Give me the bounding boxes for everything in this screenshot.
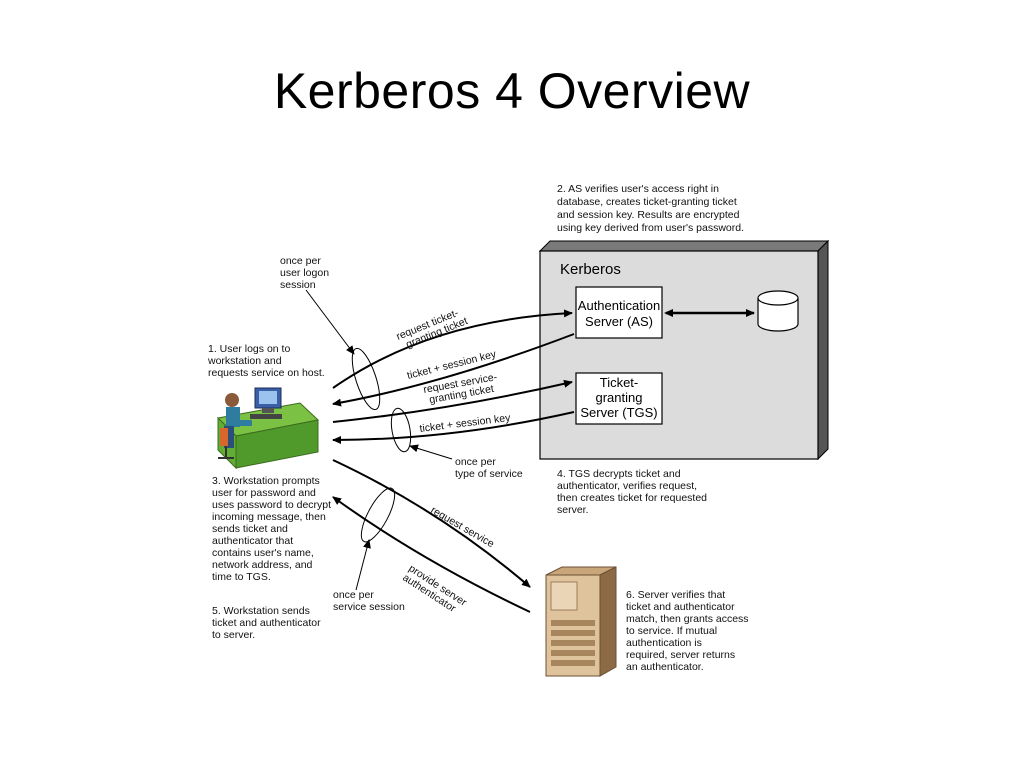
svg-text:to server.: to server. [212, 629, 255, 641]
server-icon [545, 566, 617, 677]
svg-text:session: session [280, 279, 316, 291]
svg-text:authenticator that: authenticator that [212, 535, 293, 547]
tgs-line-1: Ticket- [600, 375, 639, 390]
note-step-5: 5. Workstation sends ticket and authenti… [212, 605, 321, 641]
note-once-service-session: once per service session [333, 589, 405, 613]
svg-text:authentication is: authentication is [626, 637, 702, 649]
tgs-line-2: granting [596, 390, 643, 405]
ellipse-service-type [390, 407, 412, 453]
note-step-2: 2. AS verifies user's access right in da… [557, 183, 744, 234]
svg-text:to service. If mutual: to service. If mutual [626, 625, 717, 637]
ellipse-logon-session [351, 347, 381, 411]
label-request-tgt: request ticket- granting ticket [395, 307, 470, 351]
svg-text:ticket and authenticator: ticket and authenticator [626, 601, 735, 613]
leader-service-type [409, 444, 453, 460]
as-line-1: Authentication [578, 298, 660, 313]
slide-title: Kerberos 4 Overview [273, 63, 751, 119]
svg-text:server.: server. [557, 504, 589, 516]
arrow-provide-authenticator [332, 496, 531, 613]
svg-text:workstation and: workstation and [207, 355, 282, 367]
svg-text:network address, and: network address, and [212, 559, 313, 571]
kerberos-label: Kerberos [560, 261, 621, 278]
svg-text:4. TGS decrypts ticket and: 4. TGS decrypts ticket and [557, 468, 681, 480]
svg-text:once per: once per [333, 589, 374, 601]
database-icon [757, 290, 799, 332]
svg-text:2. AS verifies user's access r: 2. AS verifies user's access right in [557, 183, 719, 195]
svg-text:service session: service session [333, 601, 405, 613]
note-step-3: 3. Workstation prompts user for password… [212, 475, 331, 583]
svg-text:using key derived from user's: using key derived from user's password. [557, 222, 744, 234]
leader-service-session [355, 539, 371, 591]
svg-text:an authenticator.: an authenticator. [626, 661, 704, 673]
svg-text:requests service on host.: requests service on host. [208, 367, 325, 379]
svg-text:user for password and: user for password and [212, 487, 316, 499]
ellipse-service-session [360, 487, 396, 543]
note-step-1: 1. User logs on to workstation and reque… [207, 343, 325, 379]
note-once-logon: once per user logon session [280, 255, 329, 291]
arrow-ticket-session-2 [332, 411, 575, 444]
label-request-sgt: request service- granting ticket [422, 371, 498, 406]
workstation-icon [216, 387, 320, 470]
label-request-service: request service [429, 504, 497, 550]
svg-text:time to TGS.: time to TGS. [212, 571, 271, 583]
arrow-request-service [332, 459, 531, 588]
kerberos-box: Kerberos [538, 239, 830, 461]
note-step-4: 4. TGS decrypts ticket and authenticator… [557, 468, 707, 516]
svg-text:then creates ticket for reques: then creates ticket for requested [557, 492, 707, 504]
arrow-request-sgt [332, 379, 573, 423]
svg-text:contains user's name,: contains user's name, [212, 547, 314, 559]
svg-text:and session key. Results are e: and session key. Results are encrypted [557, 209, 740, 221]
svg-text:3. Workstation prompts: 3. Workstation prompts [212, 475, 320, 487]
tgs-line-3: Server (TGS) [580, 405, 657, 420]
label-provide-authenticator: provide server authenticator [400, 562, 469, 615]
as-line-2: Server (AS) [585, 314, 653, 329]
note-once-service-type: once per type of service [455, 456, 523, 480]
arrow-ticket-session-1 [332, 333, 575, 407]
tgs-box: Ticket- granting Server (TGS) [575, 372, 663, 425]
authentication-server-box: Authentication Server (AS) [575, 286, 663, 339]
svg-text:uses password to decrypt: uses password to decrypt [212, 499, 331, 511]
svg-text:user logon: user logon [280, 267, 329, 279]
svg-text:6. Server verifies that: 6. Server verifies that [626, 589, 725, 601]
svg-text:required, server returns: required, server returns [626, 649, 735, 661]
svg-text:1. User logs on to: 1. User logs on to [208, 343, 290, 355]
leader-logon [305, 289, 355, 355]
svg-text:ticket and authenticator: ticket and authenticator [212, 617, 321, 629]
arrow-request-tgt [332, 309, 573, 389]
svg-text:type of service: type of service [455, 468, 523, 480]
svg-text:once per: once per [455, 456, 496, 468]
svg-text:sends ticket and: sends ticket and [212, 523, 288, 535]
svg-text:incoming message, then: incoming message, then [212, 511, 326, 523]
svg-text:authenticator, verifies reques: authenticator, verifies request, [557, 480, 697, 492]
svg-text:match, then grants access: match, then grants access [626, 613, 749, 625]
svg-text:once per: once per [280, 255, 321, 267]
svg-text:database, creates ticket-grant: database, creates ticket-granting ticket [557, 196, 737, 208]
note-step-6: 6. Server verifies that ticket and authe… [626, 589, 749, 673]
svg-text:5. Workstation sends: 5. Workstation sends [212, 605, 310, 617]
